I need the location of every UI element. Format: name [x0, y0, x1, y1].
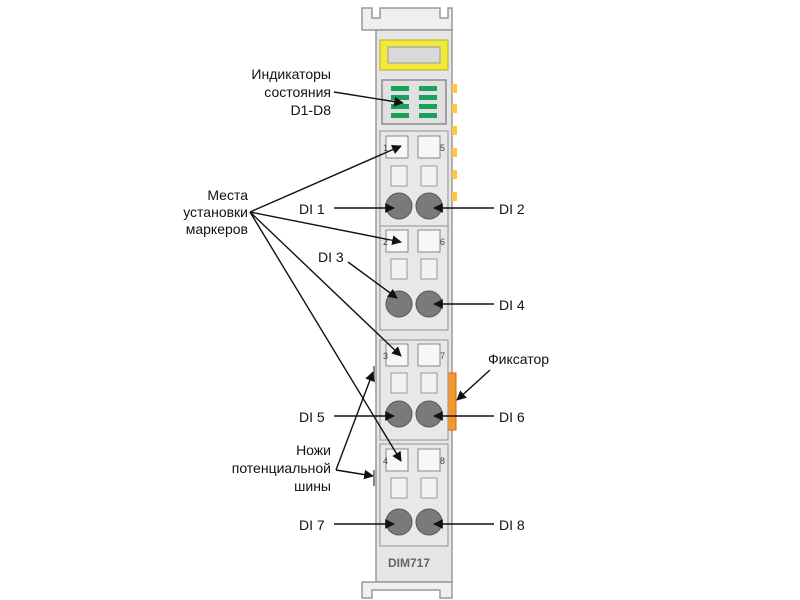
terminal-di2 [415, 192, 443, 220]
arrow-knife-2 [335, 469, 374, 480]
release-opening [390, 165, 408, 187]
terminal-di1 [385, 192, 413, 220]
di1-label: DI 1 [299, 201, 325, 217]
marker-slot-8 [417, 448, 441, 472]
arrow-latch [456, 369, 491, 401]
di5-label: DI 5 [299, 409, 325, 425]
module-dim717: 1 5 2 6 3 7 [361, 7, 457, 599]
release-opening [390, 477, 408, 499]
marker-slot-3 [385, 343, 409, 367]
terminal-block-2: 2 6 [379, 225, 449, 331]
contact [452, 84, 457, 93]
side-contacts [452, 84, 457, 201]
led-d3 [391, 104, 409, 109]
terminal-block-3: 3 7 [379, 339, 449, 441]
slot-number: 6 [440, 237, 445, 247]
contact [452, 104, 457, 113]
release-opening [420, 372, 438, 394]
di7-label: DI 7 [299, 517, 325, 533]
terminal-di5 [385, 400, 413, 428]
marker-slot-7 [417, 343, 441, 367]
callout-arrows [249, 91, 494, 529]
arrow-indicators [333, 91, 404, 107]
slot-number: 2 [383, 237, 388, 247]
di2-label: DI 2 [499, 201, 525, 217]
markers-label-line-3: маркеров [186, 221, 248, 237]
knives-label-line-2: потенциальной [232, 460, 331, 476]
led-d5 [419, 86, 437, 91]
led-d4 [391, 113, 409, 118]
terminal-di6 [415, 400, 443, 428]
label-window [387, 46, 441, 64]
latch-label: Фиксатор [488, 351, 549, 367]
arrow-marker-4 [249, 211, 402, 462]
markers-label-line-2: установки [183, 204, 248, 220]
arrow-marker-3 [249, 211, 402, 357]
slot-number: 5 [440, 143, 445, 153]
led-d7 [419, 104, 437, 109]
di8-label: DI 8 [499, 517, 525, 533]
marker-slot-6 [417, 229, 441, 253]
di6-label: DI 6 [499, 409, 525, 425]
contact [452, 126, 457, 135]
terminal-di7 [385, 508, 413, 536]
terminal-block-4: 4 8 [379, 443, 449, 547]
module-name: DIM717 [388, 556, 430, 570]
indicators-label-line-1: Индикаторы [251, 66, 331, 82]
terminal-di3 [385, 290, 413, 318]
bottom-rail-clip [361, 581, 453, 599]
indicators-label-line-2: состояния [264, 84, 331, 100]
led-d8 [419, 113, 437, 118]
knives-label-line-1: Ножи [296, 442, 331, 458]
marker-slot-5 [417, 135, 441, 159]
latch [447, 372, 457, 431]
markers-label-line-1: Места [207, 187, 248, 203]
arrow-marker-1 [249, 145, 402, 213]
arrow-di3 [347, 261, 398, 299]
release-opening [390, 258, 408, 280]
release-opening [420, 477, 438, 499]
di3-label: DI 3 [318, 249, 344, 265]
indicators-label-line-3: D1-D8 [291, 102, 332, 118]
terminal-block-1: 1 5 [379, 130, 449, 232]
di4-label: DI 4 [499, 297, 525, 313]
top-rail-clip [361, 7, 453, 31]
contact [452, 170, 457, 179]
marker-slot-4 [385, 448, 409, 472]
slot-number: 3 [383, 351, 388, 361]
contact [452, 192, 457, 201]
slot-number: 7 [440, 351, 445, 361]
release-opening [420, 165, 438, 187]
knives-label-line-3: шины [294, 478, 331, 494]
slot-number: 4 [383, 456, 388, 466]
led-d2 [391, 95, 409, 100]
release-opening [390, 372, 408, 394]
arrow-knife-1 [335, 371, 375, 471]
slot-number: 8 [440, 456, 445, 466]
led-d1 [391, 86, 409, 91]
slot-number: 1 [383, 143, 388, 153]
contact [452, 148, 457, 157]
led-d6 [419, 95, 437, 100]
release-opening [420, 258, 438, 280]
arrow-marker-2 [249, 211, 402, 246]
terminal-di8 [415, 508, 443, 536]
